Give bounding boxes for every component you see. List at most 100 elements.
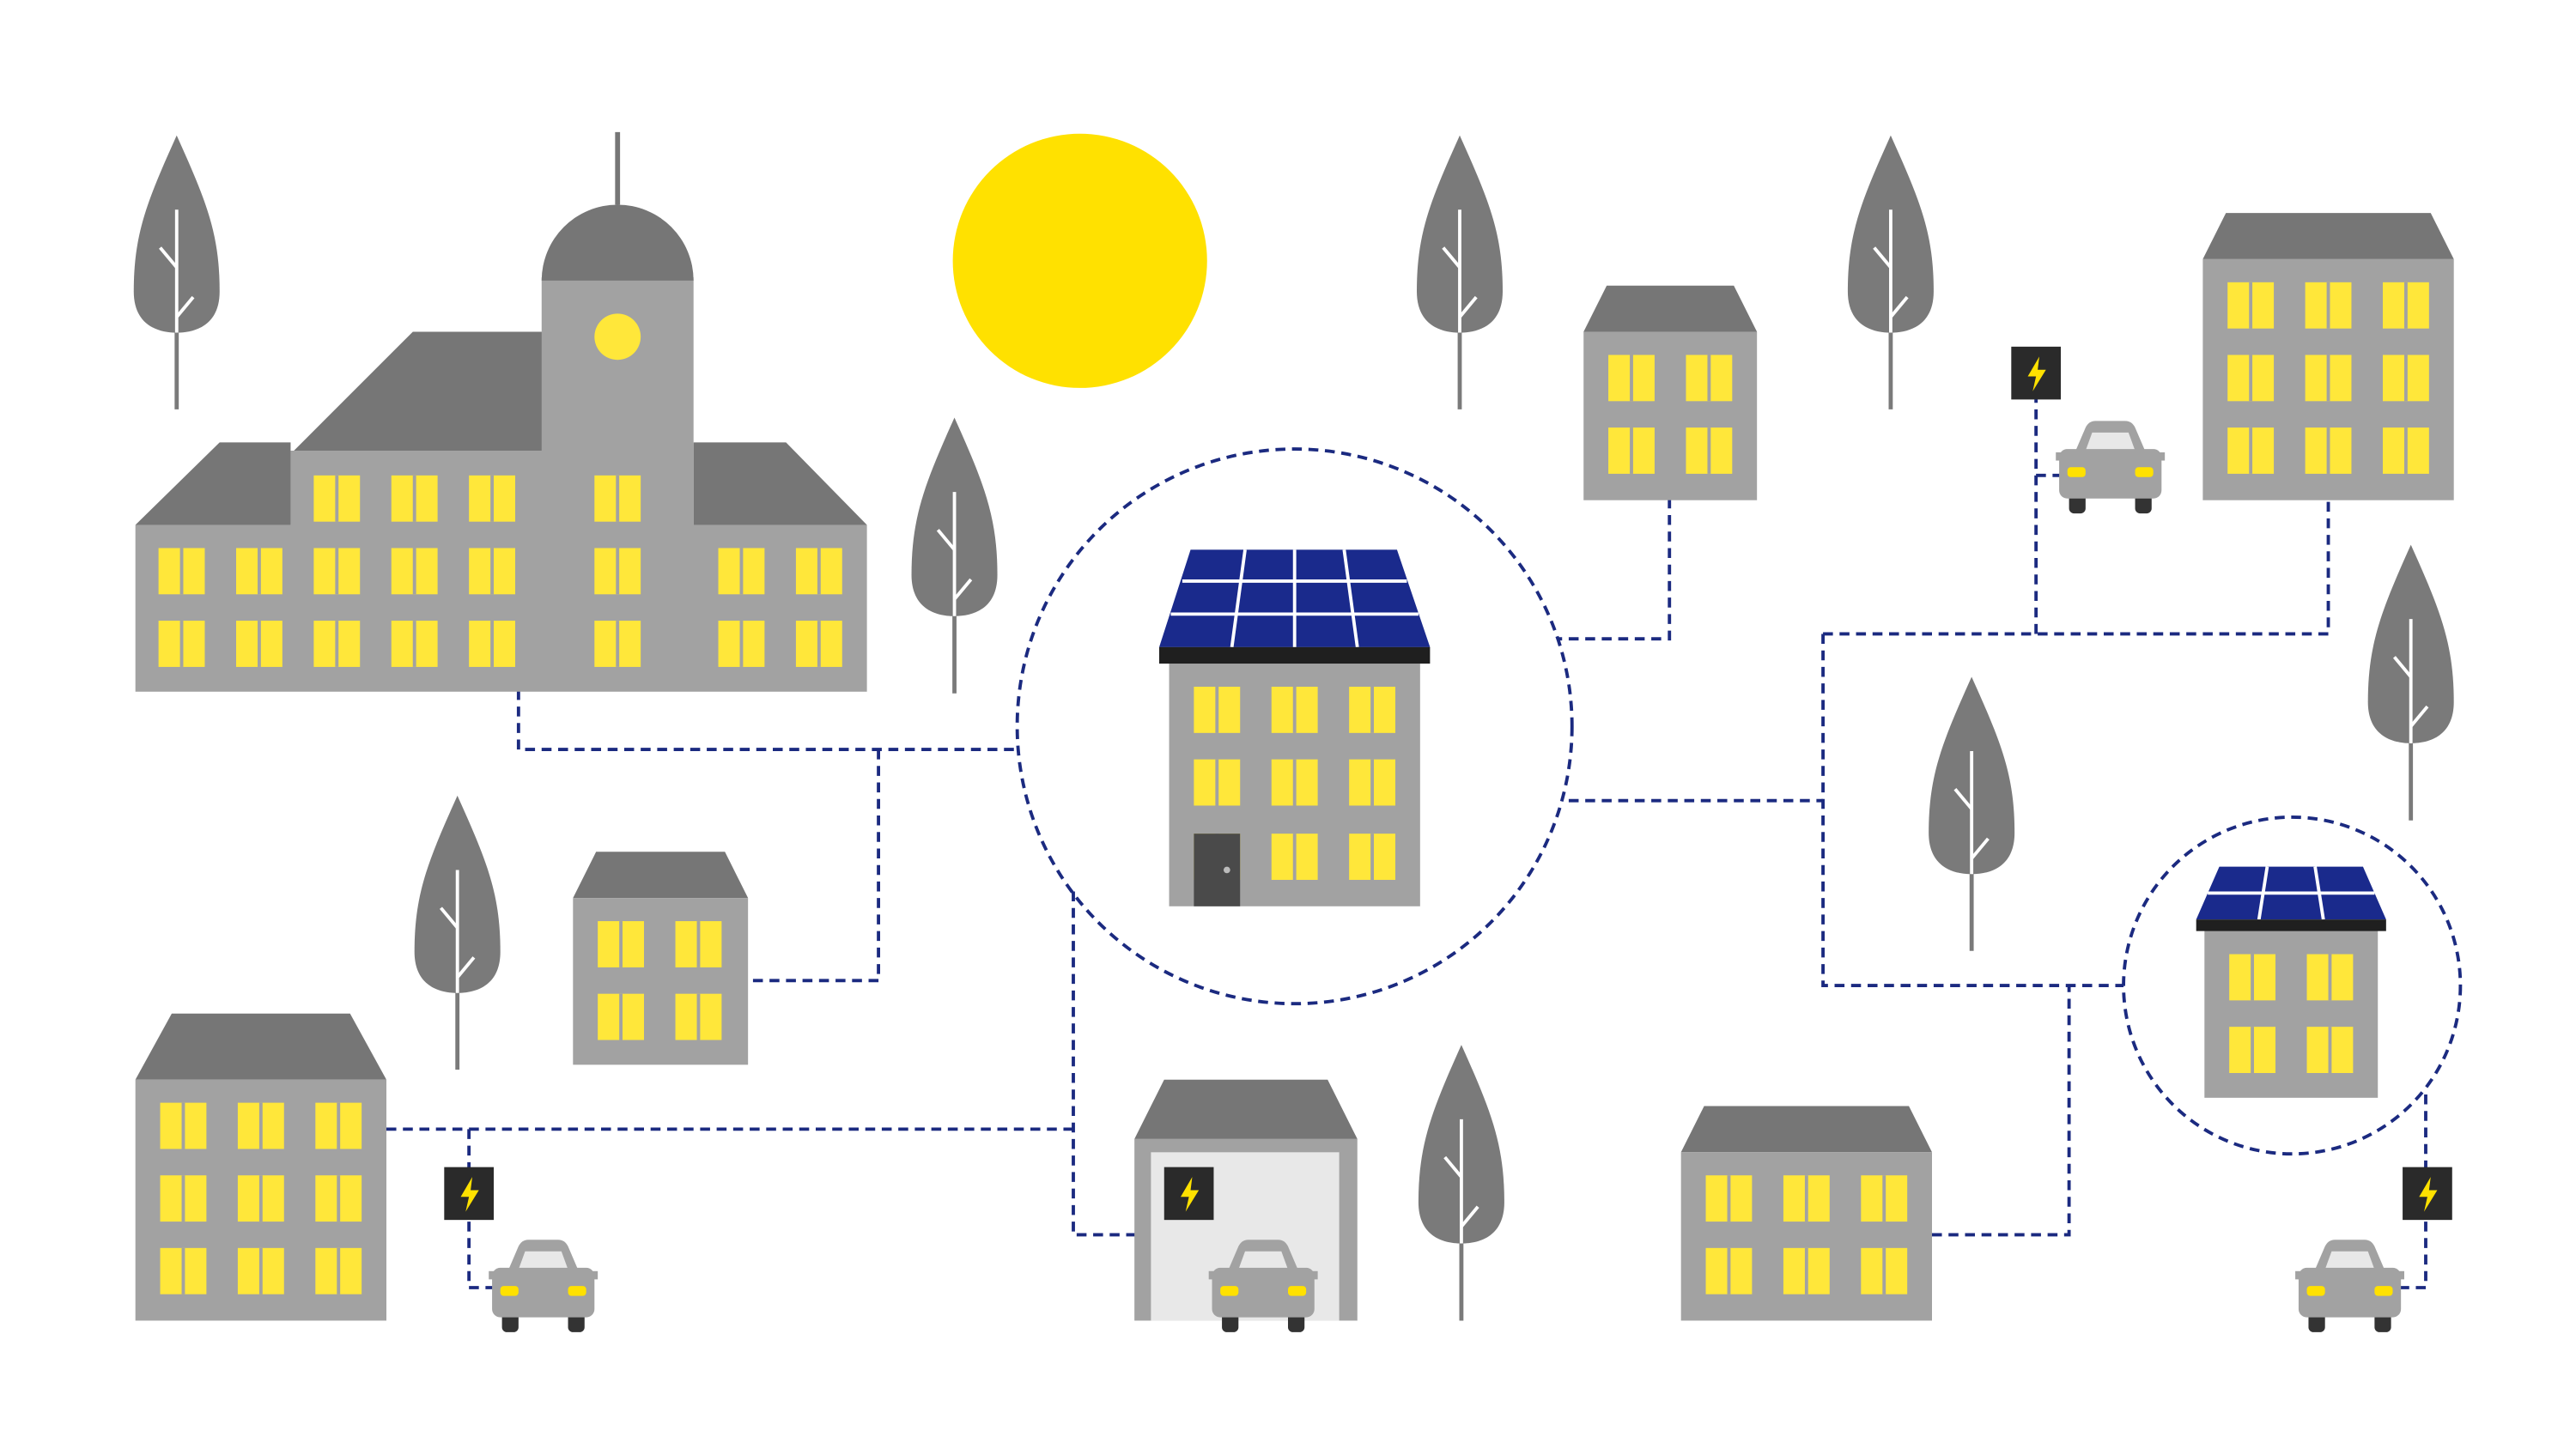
window	[391, 621, 438, 667]
car-windshield	[1238, 1251, 1288, 1270]
clock-icon	[594, 313, 641, 361]
window	[236, 621, 283, 667]
window	[598, 921, 644, 967]
car-body	[492, 1267, 595, 1318]
window	[1861, 1247, 1908, 1294]
window	[2383, 282, 2429, 329]
headlight	[2135, 467, 2154, 477]
tree	[911, 417, 998, 694]
window	[313, 475, 361, 522]
grid-hub-circle	[1015, 447, 1574, 1006]
grid-connection	[516, 689, 1018, 751]
window	[1608, 355, 1655, 402]
lightning-icon	[2419, 1177, 2438, 1212]
window	[1783, 1175, 1830, 1222]
window	[1686, 355, 1733, 402]
window	[315, 1247, 362, 1294]
car-windshield	[518, 1251, 568, 1270]
window	[2305, 427, 2352, 474]
window	[1349, 686, 1395, 733]
window	[237, 1175, 284, 1222]
roof	[573, 852, 749, 899]
window	[594, 621, 641, 667]
building-bottom-left	[135, 1013, 386, 1321]
window	[1705, 1247, 1753, 1294]
window	[675, 993, 722, 1040]
window	[2227, 427, 2275, 474]
window	[795, 621, 842, 667]
window	[160, 1175, 207, 1222]
car-bottom-left	[489, 1240, 598, 1332]
roof	[1680, 1106, 1932, 1153]
window	[2229, 954, 2275, 1001]
window	[2306, 1027, 2354, 1073]
car-top-right	[2056, 421, 2166, 514]
window	[2229, 1027, 2275, 1073]
grid-connection	[1821, 634, 2124, 987]
window	[795, 548, 842, 595]
window	[236, 548, 283, 595]
grid-connection	[1072, 891, 1137, 1237]
tower-dome	[541, 204, 694, 281]
town-hall	[135, 131, 867, 692]
window	[158, 548, 205, 595]
window	[160, 1102, 207, 1149]
tree	[2367, 544, 2454, 821]
window	[469, 475, 515, 522]
lightning-icon	[460, 1177, 479, 1212]
grid-connection	[1823, 498, 2330, 636]
window	[1271, 834, 1318, 880]
headlight	[2067, 467, 2086, 477]
roof-rim	[1159, 646, 1431, 664]
window	[237, 1247, 284, 1294]
window	[594, 548, 641, 595]
tree	[1417, 135, 1503, 409]
window	[1705, 1175, 1753, 1222]
window	[2306, 954, 2354, 1001]
window	[718, 548, 765, 595]
roof	[135, 1013, 386, 1080]
tree	[1847, 135, 1934, 409]
trees	[133, 135, 2454, 1321]
tree	[414, 795, 501, 1070]
window	[2383, 427, 2429, 474]
building-bottom-right	[1680, 1106, 1932, 1321]
window	[315, 1175, 362, 1222]
window	[313, 621, 361, 667]
window	[1271, 759, 1318, 806]
lightning-icon	[2027, 356, 2046, 391]
window	[313, 548, 361, 595]
window	[391, 548, 438, 595]
car-garage	[1208, 1240, 1318, 1332]
roof	[2202, 213, 2454, 259]
grid-connection	[1931, 985, 2071, 1237]
small-solar-building	[2196, 866, 2386, 1098]
window	[1349, 759, 1395, 806]
window	[1349, 834, 1395, 880]
roof	[693, 442, 867, 525]
window	[160, 1247, 207, 1294]
headlight	[2306, 1286, 2325, 1296]
charger-bottom-right	[2403, 1167, 2452, 1221]
charger-top-right	[2011, 346, 2061, 400]
window	[2227, 355, 2275, 402]
window	[1271, 686, 1318, 733]
window	[594, 475, 641, 522]
window	[1686, 427, 1733, 474]
window	[469, 548, 515, 595]
window	[315, 1102, 362, 1149]
roof	[1134, 1079, 1358, 1139]
headlight	[1220, 1286, 1239, 1296]
headlight	[568, 1286, 586, 1296]
roof	[135, 442, 291, 525]
grid-connection	[1558, 498, 1672, 641]
window	[2383, 355, 2429, 402]
window	[1783, 1247, 1830, 1294]
window	[675, 921, 722, 967]
headlight	[1288, 1286, 1307, 1296]
car-windshield	[2085, 432, 2136, 451]
window	[2227, 282, 2275, 329]
charger-bottom-left	[444, 1167, 494, 1221]
window	[718, 621, 765, 667]
window	[598, 993, 644, 1040]
